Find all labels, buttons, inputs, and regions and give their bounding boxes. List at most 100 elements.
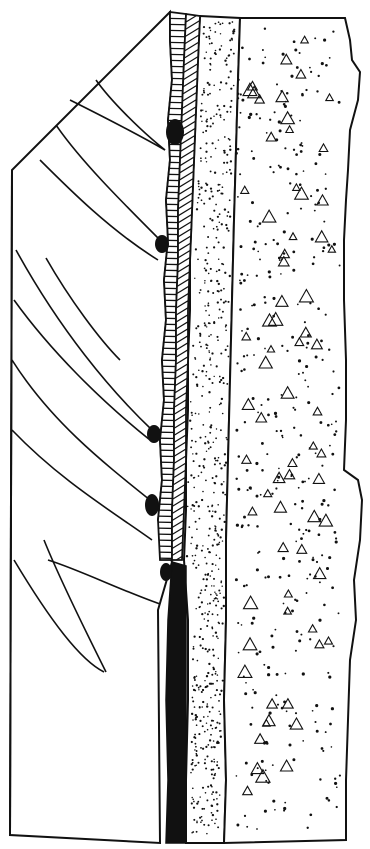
- stipple-dot: [222, 22, 224, 24]
- stipple-dot: [213, 492, 215, 494]
- stipple-dot: [209, 198, 211, 200]
- stipple-dot: [289, 744, 292, 747]
- stipple-dot: [223, 514, 225, 516]
- stipple-dot: [199, 335, 201, 337]
- stipple-dot: [224, 208, 226, 210]
- stipple-dot: [312, 710, 314, 712]
- stipple-dot: [249, 486, 252, 489]
- stipple-dot: [217, 600, 219, 602]
- stipple-dot: [321, 747, 324, 750]
- stipple-dot: [229, 169, 231, 171]
- stipple-dot: [237, 93, 240, 96]
- stipple-dot: [271, 493, 273, 495]
- stipple-dot: [278, 120, 281, 123]
- stipple-dot: [329, 57, 331, 59]
- stipple-dot: [210, 268, 212, 270]
- stipple-dot: [220, 352, 222, 354]
- stipple-dot: [200, 115, 202, 117]
- stipple-dot: [205, 142, 207, 144]
- stipple-dot: [215, 818, 217, 820]
- stipple-dot: [211, 626, 213, 628]
- stipple-dot: [215, 526, 216, 527]
- stipple-dot: [216, 544, 218, 546]
- stipple-dot: [197, 660, 199, 662]
- stipple-dot: [221, 607, 223, 609]
- stipple-dot: [210, 357, 211, 358]
- stipple-dot: [316, 189, 319, 192]
- stipple-dot: [229, 39, 231, 41]
- stipple-dot: [207, 651, 209, 653]
- stipple-dot: [293, 427, 295, 429]
- stipple-dot: [187, 506, 189, 508]
- stipple-dot: [309, 67, 311, 69]
- stipple-dot: [195, 413, 197, 415]
- stipple-dot: [215, 237, 217, 239]
- stipple-dot: [300, 434, 303, 437]
- stipple-dot: [227, 301, 229, 303]
- stipple-dot: [230, 49, 232, 51]
- stipple-dot: [195, 608, 197, 610]
- stipple-dot: [213, 759, 215, 761]
- stipple-dot: [237, 97, 239, 99]
- stipple-dot: [207, 703, 209, 705]
- stipple-dot: [257, 337, 260, 340]
- stipple-dot: [235, 429, 238, 432]
- stipple-dot: [322, 750, 324, 752]
- stipple-dot: [195, 547, 197, 549]
- stipple-dot: [309, 638, 311, 640]
- stipple-dot: [231, 39, 233, 41]
- stipple-dot: [209, 432, 211, 434]
- stipple-dot: [335, 537, 337, 539]
- stipple-dot: [193, 477, 195, 479]
- stipple-dot: [269, 119, 271, 121]
- stipple-dot: [214, 591, 215, 592]
- stipple-dot: [209, 27, 211, 29]
- stipple-dot: [272, 297, 275, 300]
- stipple-dot: [206, 119, 208, 121]
- stipple-dot: [259, 258, 261, 260]
- stipple-dot: [217, 190, 219, 192]
- stipple-dot: [215, 632, 217, 634]
- stipple-dot: [303, 170, 305, 172]
- stipple-dot: [256, 828, 258, 830]
- stipple-dot: [294, 49, 297, 52]
- stipple-dot: [196, 684, 198, 686]
- stipple-dot: [199, 606, 201, 608]
- stipple-dot: [198, 733, 200, 735]
- stipple-dot: [192, 700, 194, 702]
- stipple-dot: [192, 555, 194, 557]
- stipple-dot: [298, 373, 300, 375]
- stipple-dot: [211, 674, 213, 676]
- stipple-dot: [211, 570, 213, 572]
- stipple-dot: [275, 487, 277, 489]
- stipple-dot: [206, 247, 208, 249]
- stipple-dot: [216, 594, 218, 596]
- stipple-dot: [199, 341, 201, 343]
- stipple-dot: [215, 593, 217, 595]
- stipple-dot: [195, 743, 197, 745]
- stipple-dot: [200, 157, 202, 159]
- stipple-dot: [238, 455, 241, 458]
- stipple-dot: [275, 629, 277, 631]
- stipple-dot: [204, 324, 206, 326]
- stipple-dot: [215, 50, 217, 52]
- stipple-dot: [206, 563, 208, 565]
- stipple-dot: [230, 111, 232, 113]
- stipple-dot: [292, 758, 295, 761]
- stipple-dot: [322, 499, 325, 502]
- stipple-dot: [194, 560, 196, 562]
- stipple-dot: [213, 740, 215, 742]
- stipple-dot: [192, 787, 194, 789]
- stipple-dot: [331, 586, 334, 589]
- stipple-dot: [213, 600, 215, 602]
- stipple-dot: [217, 761, 219, 763]
- stipple-dot: [249, 220, 252, 223]
- stipple-dot: [329, 723, 332, 726]
- stipple-dot: [222, 264, 224, 266]
- stipple-dot: [191, 428, 193, 430]
- stipple-dot: [283, 103, 286, 106]
- stipple-dot: [257, 412, 259, 414]
- stipple-dot: [290, 523, 292, 525]
- stipple-dot: [207, 506, 209, 508]
- stipple-dot: [280, 273, 282, 275]
